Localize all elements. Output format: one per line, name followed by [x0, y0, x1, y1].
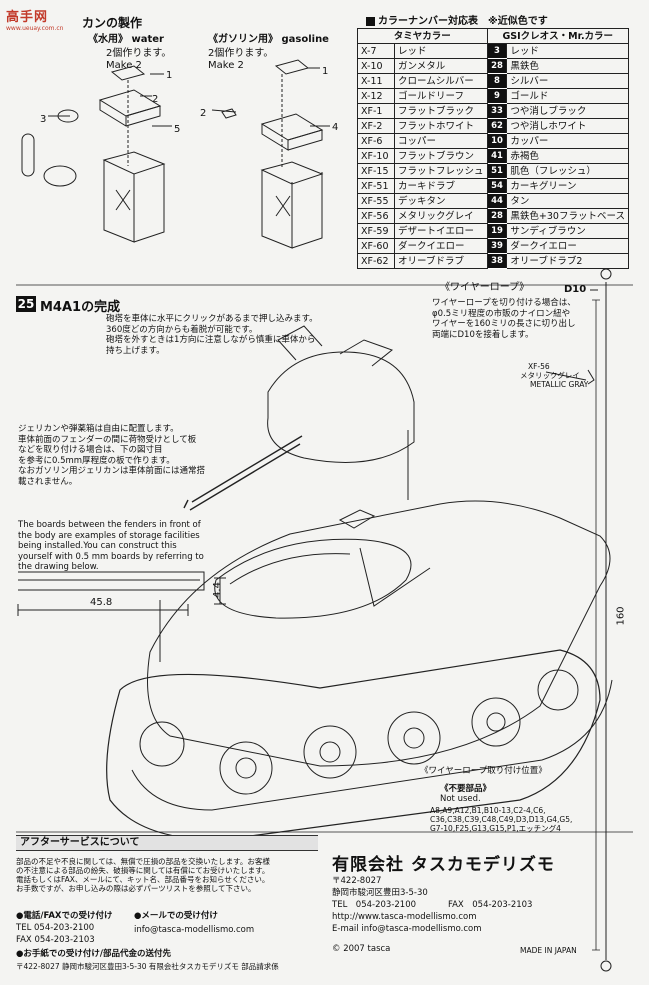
unused-parts: A8,A9,A12,B1,B10-13,C2-4,C6, C36,C38,C39…	[430, 806, 573, 833]
phone-title: ●電話/FAXでの受け付け	[16, 911, 113, 921]
jerrycan-notes: ジェリカンや弾薬箱は自由に配置します。 車体前面のフェンダーの間に荷物受けとして…	[18, 424, 206, 487]
after-service-body: 部品の不足や不良に関しては、無償で圧損の部品を交換いたします。お客様 の不注意に…	[16, 857, 270, 893]
water-heading: 《水用》 water	[88, 34, 164, 45]
color-cell-num: 9	[486, 88, 508, 104]
gas-label-2: 2	[200, 108, 207, 119]
color-cell-num: 10	[486, 133, 508, 149]
service-fax: FAX 054-203-2103	[16, 935, 95, 945]
company-email[interactable]: E-mail info@tasca-modellismo.com	[332, 924, 482, 934]
water-note-en: Make 2	[106, 60, 142, 71]
unused-title: 《不要部品》	[440, 784, 492, 794]
after-service-title: アフターサービスについて	[16, 835, 318, 851]
company-tel: TEL 054-203-2100	[332, 900, 417, 910]
post-title: ●お手紙での受け付け/部品代金の送付先	[16, 949, 172, 959]
wire-notes: ワイヤーロープを切り付ける場合は、 φ0.5ミリ程度の市販のナイロン紐や ワイヤ…	[432, 298, 576, 340]
after-service-box: アフターサービスについて 部品の不足や不良に関しては、無償で圧損の部品を交換いた…	[16, 835, 318, 975]
post-address: 〒422-8027 静岡市駿河区豊田3-5-30 有限会社タスカモデリズモ 部品…	[16, 962, 279, 971]
watermark-text: 高手网	[6, 10, 49, 25]
company-web[interactable]: http://www.tasca-modellismo.com	[332, 912, 477, 922]
wire-length: 160	[615, 606, 627, 626]
service-tel: TEL 054-203-2100	[16, 923, 95, 933]
color-cell-num: 38	[486, 253, 508, 269]
watermark-logo: 高手网 www.ueuay.com.cn	[6, 6, 66, 36]
color-cell-name: オリーブドラブ	[394, 253, 488, 269]
gasoline-heading: 《ガソリン用》 gasoline	[208, 34, 329, 45]
color-cell-num: 41	[486, 148, 508, 164]
color-cell-code: X-12	[356, 88, 396, 104]
company-fax: FAX 054-203-2103	[448, 900, 533, 910]
dim-height: 4.4	[211, 582, 223, 598]
paint-jp: メタリックグレイ	[520, 371, 580, 380]
paint-en: METALLIC GRAY	[530, 380, 589, 389]
color-table-title: カラーナンバー対応表 ※近似色です	[366, 12, 548, 27]
color-cell-num: 8	[486, 73, 508, 89]
color-cell-num: 51	[486, 163, 508, 179]
paint-code: XF-56	[528, 362, 550, 371]
water-label-5: 5	[174, 124, 181, 135]
storage-note-en: The boards between the fenders in front …	[18, 520, 204, 572]
copyright: © 2007 tasca	[332, 944, 391, 954]
company-name: 有限会社 タスカモデリズモ	[332, 855, 555, 875]
can-section-title: カンの製作	[82, 16, 143, 30]
wire-attach-label: 《ワイヤーロープ取り付け位置》	[420, 766, 547, 776]
wire-title: 《ワイヤーロープ》	[440, 282, 530, 293]
water-label-1: 1	[166, 70, 173, 81]
made-in-japan: MADE IN JAPAN	[520, 946, 577, 955]
gasoline-note-jp: 2個作ります。	[208, 48, 274, 59]
color-cell-num: 62	[486, 118, 508, 134]
color-cell-gsi: オリーブドラブ2	[506, 253, 629, 269]
step-notes: 砲塔を車体に水平にクリックがあるまで押し込みます。 360度どの方向からも着脱が…	[106, 314, 318, 356]
gas-label-4: 4	[332, 122, 339, 133]
company-zip: 〒422-8027	[332, 876, 382, 886]
unused-en: Not used.	[440, 794, 481, 804]
gas-label-1: 1	[322, 66, 329, 77]
step-title: M4A1の完成	[40, 300, 121, 315]
color-cell-code: XF-62	[356, 253, 396, 269]
service-mail[interactable]: info@tasca-modellismo.com	[134, 925, 255, 935]
mail-title: ●メールでの受け付け	[134, 911, 218, 921]
color-cell-num: 33	[486, 103, 508, 119]
color-cell-num: 28	[486, 58, 508, 74]
gasoline-note-en: Make 2	[208, 60, 244, 71]
water-label-3: 3	[40, 114, 47, 125]
water-note-jp: 2個作ります。	[106, 48, 172, 59]
company-address: 静岡市駿河区豊田3-5-30	[332, 888, 428, 898]
wire-part: D10	[564, 284, 587, 295]
step-number: 25	[16, 296, 36, 312]
dim-width: 45.8	[90, 597, 113, 608]
water-label-2: 2	[152, 94, 159, 105]
color-cell-num: 44	[486, 193, 508, 209]
watermark-url: www.ueuay.com.cn	[6, 25, 64, 32]
